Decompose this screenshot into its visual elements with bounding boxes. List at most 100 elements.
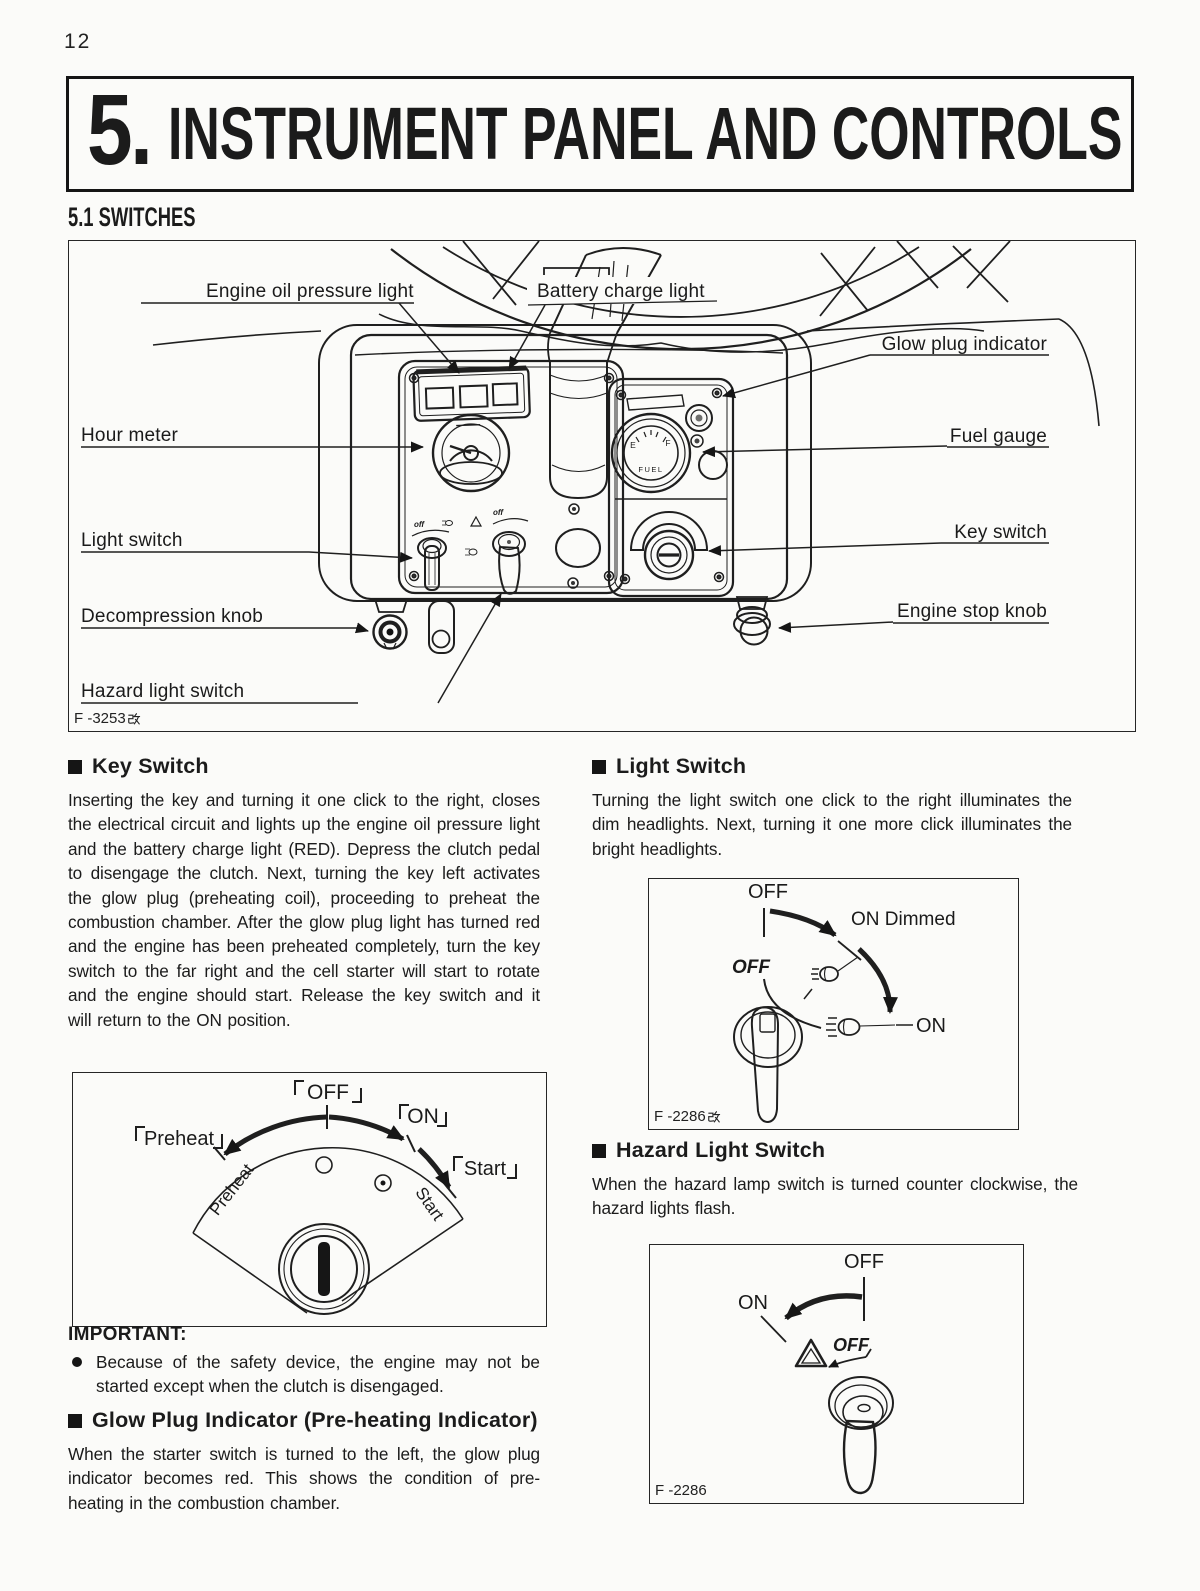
on-label: ON bbox=[407, 1105, 439, 1128]
light-switch-drawing: OFF ON Dimmed ON OFF bbox=[732, 881, 956, 1124]
mounting-tab bbox=[428, 600, 455, 654]
main-beam-icon bbox=[468, 548, 478, 556]
dim-beam-icon bbox=[445, 520, 453, 526]
off-top-label: OFF bbox=[748, 881, 788, 903]
battery-charge-lamp bbox=[458, 384, 489, 409]
fuel-f-tick: F bbox=[665, 438, 670, 448]
hazard-body: When the hazard lamp switch is turned co… bbox=[592, 1174, 1078, 1219]
off-top-label: OFF bbox=[844, 1251, 884, 1273]
light-off-marking: off bbox=[414, 520, 425, 529]
hazard-switch-figure: OFF ON OFF F -2286 bbox=[649, 1244, 1024, 1504]
light-switch-section: Light Switch Turning the light switch on… bbox=[592, 754, 1072, 861]
blank-hole bbox=[698, 450, 728, 480]
glow-plug-indicator-lamp bbox=[685, 404, 713, 448]
key-slot bbox=[318, 1242, 330, 1296]
light-switch-lever bbox=[411, 529, 450, 591]
hazard-heading: Hazard Light Switch bbox=[616, 1138, 826, 1162]
callout-engine-oil: Engine oil pressure light bbox=[206, 281, 414, 302]
figure-number: F -2286 bbox=[655, 1482, 707, 1499]
key-switch-section: Key Switch Inserting the key and turning… bbox=[68, 754, 540, 1032]
rotation-diagram: OFF ON OFF bbox=[738, 1251, 884, 1368]
callout-hour-meter: Hour meter bbox=[81, 425, 179, 446]
section-square-icon bbox=[592, 759, 606, 774]
key-switch-heading: Key Switch bbox=[92, 754, 209, 778]
important-heading: IMPORTANT: bbox=[68, 1324, 187, 1345]
section-square-icon bbox=[68, 1413, 82, 1428]
callout-fuel-gauge: Fuel gauge bbox=[950, 426, 1047, 447]
start-label: Start bbox=[464, 1158, 507, 1180]
figure-number-text: F -2286 bbox=[654, 1108, 706, 1125]
callout-engine-stop: Engine stop knob bbox=[897, 601, 1047, 622]
bullet-icon bbox=[72, 1357, 82, 1367]
corner-bracket-close-icon bbox=[352, 1088, 362, 1103]
callout-hazard: Hazard light switch bbox=[81, 681, 244, 702]
section-heading: 5.1 SWITCHES bbox=[68, 202, 196, 232]
hazard-triangle-marking bbox=[469, 515, 483, 527]
section-square-icon bbox=[68, 759, 82, 774]
decompression-knob-drawing bbox=[372, 598, 409, 650]
light-switch-figure: OFF ON Dimmed ON OFF bbox=[648, 878, 1019, 1130]
hazard-switch-drawing: OFF ON OFF bbox=[738, 1251, 894, 1495]
figure-number: F -2286 bbox=[654, 1108, 721, 1125]
hazard-triangle-icon bbox=[794, 1338, 828, 1368]
preheat-label: Preheat bbox=[144, 1128, 214, 1150]
figure-number-text: F -2286 bbox=[655, 1482, 707, 1499]
light-switch-heading: Light Switch bbox=[616, 754, 747, 778]
hazard-light-section: Hazard Light Switch When the hazard lamp… bbox=[592, 1138, 1078, 1221]
light-switch-body: Turning the light switch one click to th… bbox=[592, 790, 1072, 859]
fuel-e-tick: E bbox=[630, 440, 636, 450]
key-switch-drawing: Preheat Start OFF bbox=[135, 1080, 517, 1315]
key-dial: Preheat Start bbox=[192, 1146, 464, 1315]
corner-bracket-close-icon bbox=[507, 1164, 517, 1179]
fuel-label: FUEL bbox=[638, 465, 663, 474]
off-label: OFF bbox=[307, 1081, 349, 1104]
on-label: ON bbox=[738, 1292, 768, 1314]
fuel-gauge-dial: E F FUEL bbox=[610, 412, 692, 494]
callout-battery: Battery charge light bbox=[537, 281, 705, 302]
callout-glow-plug: Glow plug indicator bbox=[882, 334, 1048, 355]
kai-revision-mark-icon bbox=[707, 1110, 720, 1122]
glow-plug-section: Glow Plug Indicator (Pre-heating Indicat… bbox=[68, 1408, 540, 1515]
rotation-arcs bbox=[213, 1105, 457, 1199]
on-position-mark bbox=[374, 1174, 392, 1192]
figure-number: F -3253 bbox=[74, 710, 141, 727]
callouts: Engine oil pressure light Battery charge… bbox=[81, 277, 1049, 704]
corner-bracket-open-icon bbox=[294, 1080, 304, 1095]
left-sub-panel: off off bbox=[397, 359, 625, 595]
dim-headlight-icon bbox=[811, 956, 859, 982]
important-item: Because of the safety device, the engine… bbox=[96, 1352, 540, 1397]
indicator-light-cluster bbox=[412, 365, 531, 427]
dial-preheat-label: Preheat bbox=[206, 1160, 258, 1219]
name-plate bbox=[626, 394, 685, 411]
off-switch-label: OFF bbox=[732, 957, 771, 978]
chapter-title-box: 5. INSTRUMENT PANEL AND CONTROLS bbox=[66, 76, 1134, 192]
steering-wheel bbox=[378, 241, 1011, 353]
key-switch-body: Inserting the key and turning it one cli… bbox=[68, 790, 540, 1030]
rotation-diagram: OFF ON Dimmed ON OFF bbox=[732, 881, 956, 1037]
section-square-icon bbox=[592, 1143, 606, 1158]
callout-decompression: Decompression knob bbox=[81, 606, 263, 627]
important-note: IMPORTANT: Because of the safety device,… bbox=[68, 1324, 540, 1399]
instrument-panel-figure: off off bbox=[68, 240, 1136, 732]
callout-key-switch: Key switch bbox=[954, 522, 1047, 543]
instrument-panel-drawing: off off bbox=[81, 241, 1100, 704]
panel-markings: off off bbox=[414, 508, 504, 556]
on-dimmed-label: ON Dimmed bbox=[851, 909, 956, 930]
corner-bracket-open-icon bbox=[135, 1126, 145, 1141]
panel-center bbox=[555, 503, 601, 589]
glow-plug-heading: Glow Plug Indicator (Pre-heating Indicat… bbox=[92, 1408, 538, 1432]
off-switch-label: OFF bbox=[833, 1335, 870, 1355]
oil-pressure-lamp bbox=[424, 386, 455, 410]
switch-lever bbox=[733, 1006, 803, 1124]
engine-stop-knob-drawing bbox=[733, 596, 771, 646]
hour-meter-gauge bbox=[431, 413, 511, 493]
corner-bracket-open-icon bbox=[453, 1156, 463, 1171]
callout-light-switch: Light switch bbox=[81, 530, 183, 551]
switch-knob bbox=[828, 1376, 894, 1495]
bright-headlight-icon bbox=[826, 1017, 896, 1037]
on-label: ON bbox=[916, 1015, 946, 1037]
position-labels: OFF ON Preheat Start bbox=[135, 1080, 517, 1180]
off-position-mark bbox=[315, 1156, 333, 1174]
glow-plug-body: When the starter switch is turned to the… bbox=[68, 1444, 540, 1513]
